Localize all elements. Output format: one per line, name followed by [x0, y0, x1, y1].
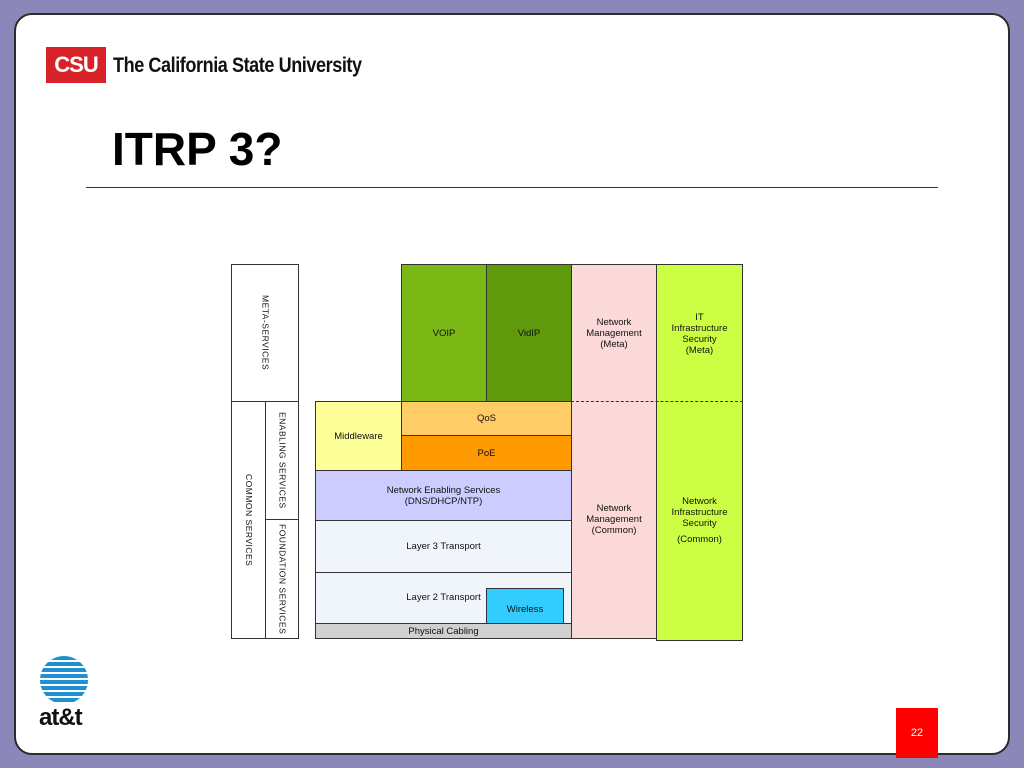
nis-common-sub-label: (Common): [677, 534, 722, 545]
meta-common-divider: [571, 401, 743, 402]
slide-title: ITRP 3?: [112, 123, 283, 175]
it-infrastructure-security-meta-block: IT Infrastructure Security (Meta): [656, 264, 743, 402]
network-management-common-block: Network Management (Common): [571, 401, 657, 639]
poe-block: PoE: [401, 435, 572, 471]
common-services-label: COMMON SERVICES: [231, 401, 266, 639]
nis-common-label: Network Infrastructure Security: [671, 496, 728, 529]
middleware-block: Middleware: [315, 401, 402, 471]
layer3-transport-block: Layer 3 Transport: [315, 520, 572, 573]
meta-services-label: META-SERVICES: [231, 264, 299, 402]
vidip-block: VidIP: [486, 264, 572, 402]
att-logo-text: at&t: [39, 704, 83, 731]
foundation-services-label: FOUNDATION SERVICES: [265, 519, 299, 639]
page-number: 22: [896, 708, 938, 758]
csu-logo-name: The California State University: [113, 54, 362, 77]
voip-block: VOIP: [401, 264, 487, 402]
enabling-services-label: ENABLING SERVICES: [265, 401, 299, 520]
network-enabling-services-block: Network Enabling Services (DNS/DHCP/NTP): [315, 470, 572, 521]
layer2-transport-label: Layer 2 Transport: [406, 592, 481, 603]
network-infrastructure-security-common-block: Network Infrastructure Security (Common): [656, 401, 743, 641]
csu-logo-box: CSU: [46, 47, 106, 83]
att-globe-icon: [40, 656, 88, 704]
qos-block: QoS: [401, 401, 572, 436]
physical-cabling-block: Physical Cabling: [315, 623, 572, 639]
network-management-meta-block: Network Management (Meta): [571, 264, 657, 402]
title-divider: [86, 187, 938, 188]
